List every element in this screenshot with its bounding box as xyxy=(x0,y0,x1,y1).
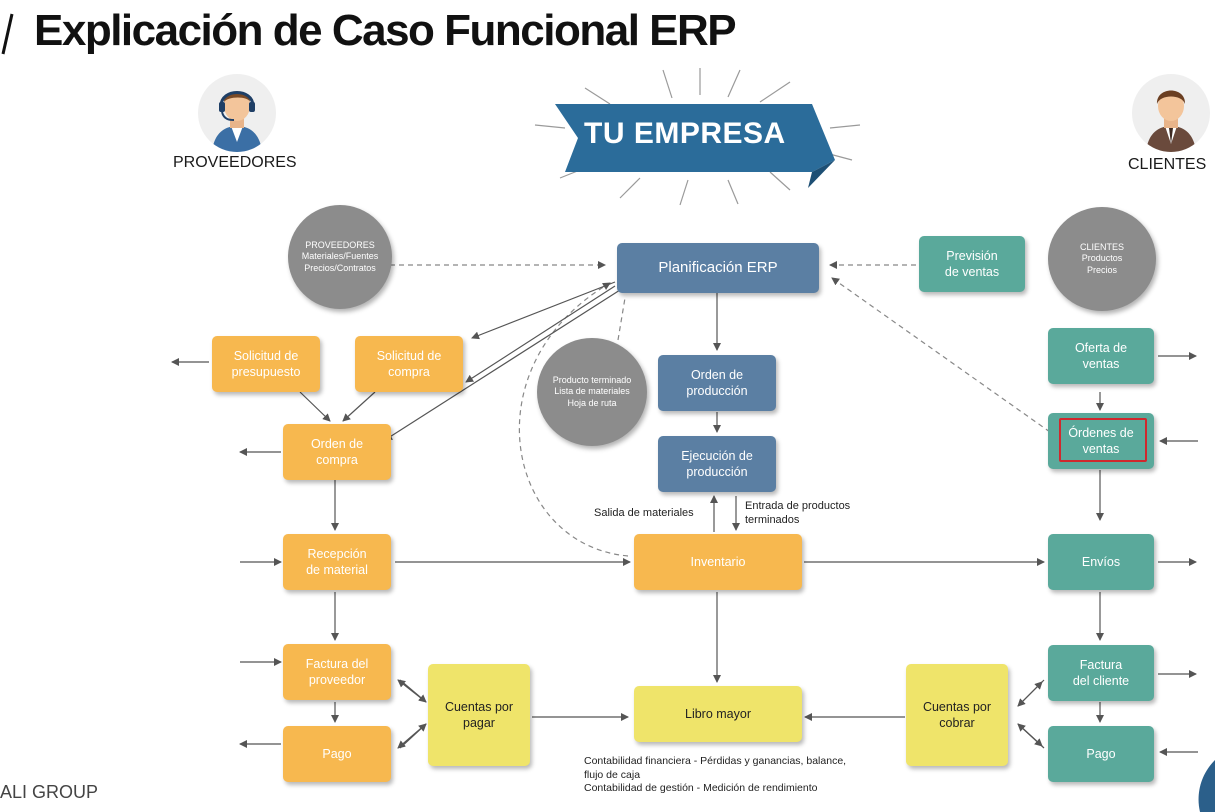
clients-label: CLIENTES xyxy=(1128,156,1207,173)
product-circle: Producto terminado Lista de materiales H… xyxy=(537,338,647,446)
shipments-box[interactable]: Envíos xyxy=(1048,534,1154,590)
banner-label: TU EMPRESA xyxy=(584,117,786,150)
production-execution-box[interactable]: Ejecución de producción xyxy=(658,436,776,492)
clients-circle: CLIENTES Productos Precios xyxy=(1048,207,1156,311)
customer-invoice-box[interactable]: Factura del cliente xyxy=(1048,645,1154,701)
sales-forecast-box[interactable]: Previsión de ventas xyxy=(919,236,1025,292)
highlight-marker xyxy=(1059,418,1147,462)
purchase-order-box[interactable]: Orden de compra xyxy=(283,424,391,480)
customer-payment-box[interactable]: Pago xyxy=(1048,726,1154,782)
inventory-box[interactable]: Inventario xyxy=(634,534,802,590)
suppliers-label: PROVEEDORES xyxy=(173,154,297,171)
general-ledger-box[interactable]: Libro mayor xyxy=(634,686,802,742)
sales-orders-box[interactable]: Órdenes de ventas xyxy=(1048,413,1154,469)
supplier-payment-box[interactable]: Pago xyxy=(283,726,391,782)
accounts-receivable-box[interactable]: Cuentas por cobrar xyxy=(906,664,1008,766)
accounting-note: Contabilidad financiera - Pérdidas y gan… xyxy=(584,755,847,795)
material-output-note: Salida de materiales xyxy=(594,507,694,519)
suppliers-circle: PROVEEDORES Materiales/Fuentes Precios/C… xyxy=(288,205,392,309)
supplier-avatar xyxy=(198,74,276,152)
banner-ribbon xyxy=(555,104,835,172)
production-order-box[interactable]: Orden de producción xyxy=(658,355,776,411)
accounts-payable-box[interactable]: Cuentas por pagar xyxy=(428,664,530,766)
material-receipt-box[interactable]: Recepción de material xyxy=(283,534,391,590)
sales-offer-box[interactable]: Oferta de ventas xyxy=(1048,328,1154,384)
footer-brand: ALI GROUP xyxy=(0,782,99,802)
page-title: Explicación de Caso Funcional ERP xyxy=(34,6,737,55)
supplier-invoice-box[interactable]: Factura del proveedor xyxy=(283,644,391,700)
finished-goods-note: Entrada de productos terminados xyxy=(745,500,851,527)
purchase-request-box[interactable]: Solicitud de compra xyxy=(355,336,463,392)
quote-request-box[interactable]: Solicitud de presupuesto xyxy=(212,336,320,392)
client-avatar xyxy=(1132,74,1210,152)
erp-planning-box[interactable]: Planificación ERP xyxy=(617,243,819,293)
